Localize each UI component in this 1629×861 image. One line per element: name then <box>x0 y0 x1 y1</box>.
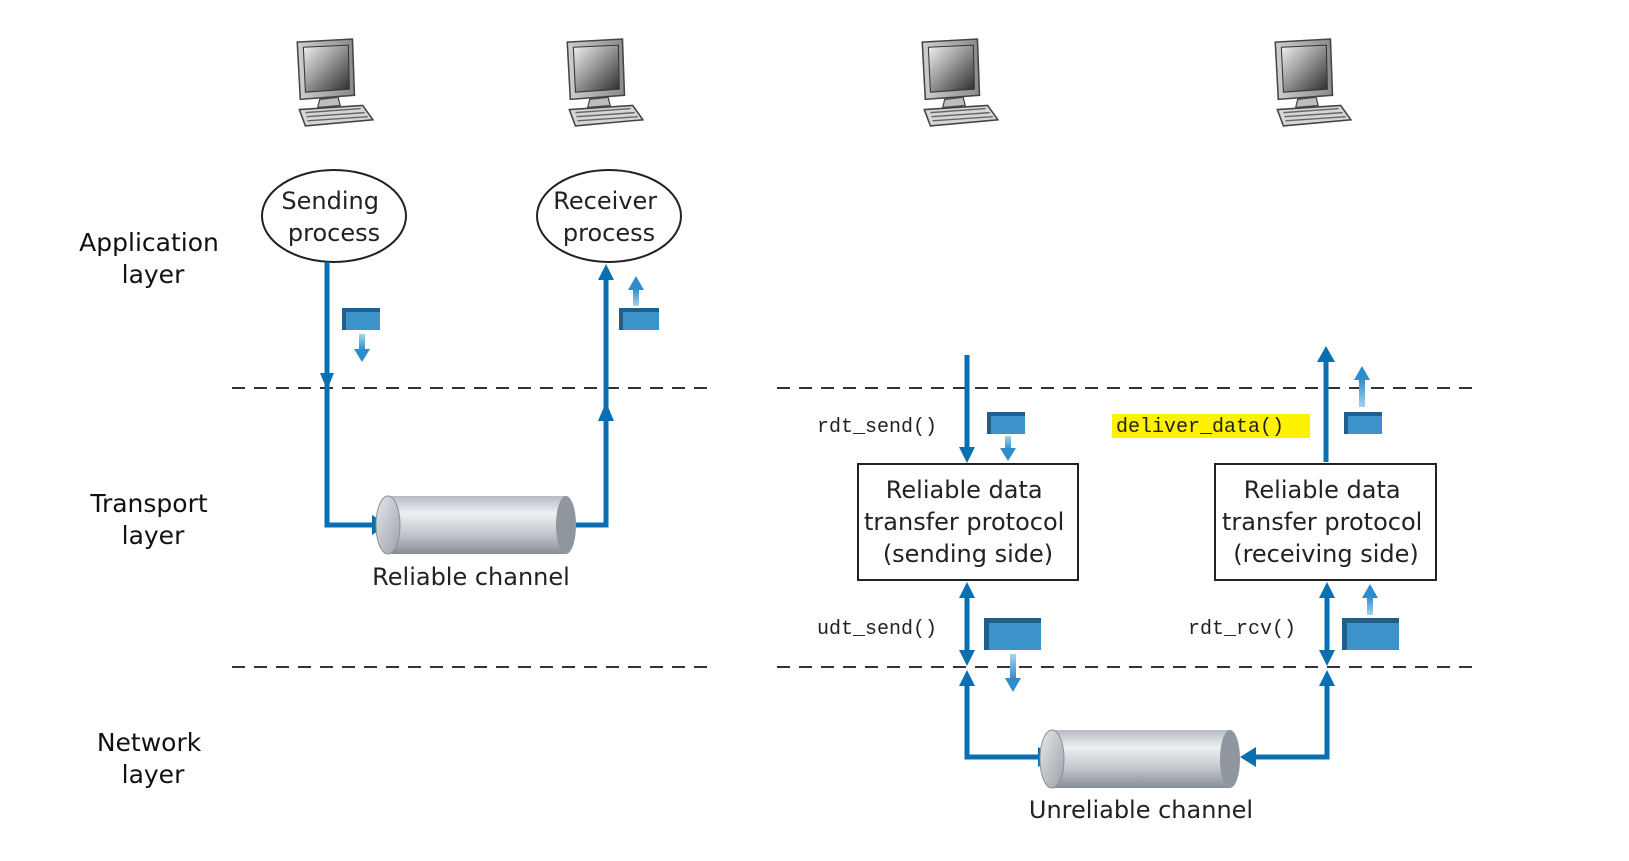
rdt-rcv-path <box>1256 362 1330 760</box>
packet-icon <box>1344 412 1382 434</box>
receiver-process-label: Receiver process <box>553 187 664 247</box>
arrowhead <box>1317 346 1335 362</box>
rdt-sending-side-box <box>857 463 1079 581</box>
arrowhead <box>598 264 614 280</box>
arrowhead <box>320 373 334 390</box>
arrowhead <box>959 582 975 598</box>
packet-icon <box>987 412 1025 434</box>
unreliable-channel-cylinder <box>1039 729 1240 789</box>
unreliable-channel-label: Unreliable channel <box>1029 796 1253 824</box>
udt-send-label: udt_send() <box>817 618 937 641</box>
sending-process-node <box>261 169 407 263</box>
arrowhead <box>1319 650 1335 666</box>
deliver-data-label: deliver_data() <box>1116 416 1284 439</box>
arrowhead <box>1240 747 1256 767</box>
computer-icon <box>566 38 644 127</box>
packet-icon <box>984 618 1041 650</box>
deliver-data-highlight <box>1112 414 1310 438</box>
down-arrow-icon <box>1000 436 1016 461</box>
arrowhead <box>1319 582 1335 598</box>
packet-icon <box>342 308 380 330</box>
transport-layer-label: Transport layer <box>89 489 215 550</box>
udt-send-path <box>964 596 1040 760</box>
down-arrow-icon <box>354 334 370 362</box>
reliable-channel-cylinder <box>375 495 576 555</box>
up-arrow-icon <box>1362 584 1378 615</box>
down-arrow-icon <box>1005 654 1021 692</box>
up-arrow-icon <box>1354 366 1370 407</box>
rdt-sending-side-label: Reliable data transfer protocol (sending… <box>864 476 1072 568</box>
application-layer-label: Application layer <box>79 228 227 289</box>
computer-icon <box>1274 38 1352 127</box>
arrowhead <box>959 650 975 666</box>
arrowhead <box>959 447 975 463</box>
rdt-receiving-side-label: Reliable data transfer protocol (receivi… <box>1222 476 1430 568</box>
computer-icon <box>921 38 999 127</box>
up-arrow-icon <box>628 276 644 306</box>
arrowhead <box>959 670 975 686</box>
packet-icon <box>619 308 659 330</box>
rdt-rcv-label: rdt_rcv() <box>1188 618 1296 641</box>
reliable-channel-label: Reliable channel <box>372 563 570 591</box>
arrowhead <box>598 402 614 421</box>
sending-process-label: Sending process <box>281 187 386 247</box>
left-receive-path <box>576 272 609 528</box>
left-send-path <box>324 262 380 528</box>
rdt-send-label: rdt_send() <box>817 416 937 439</box>
computer-icon <box>296 38 374 127</box>
rdt-receiving-side-box <box>1214 463 1437 581</box>
network-layer-label: Network layer <box>97 728 209 789</box>
arrowhead <box>1319 670 1335 686</box>
receiver-process-node <box>536 169 682 263</box>
packet-icon <box>1342 618 1399 650</box>
